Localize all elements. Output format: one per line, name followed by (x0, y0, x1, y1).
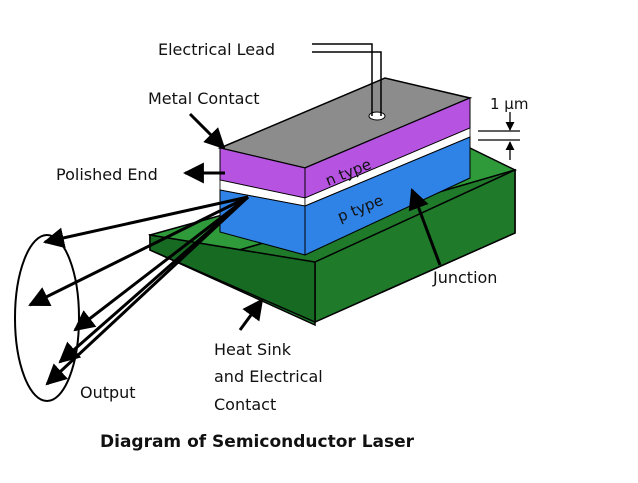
output-beam-arrows (28, 195, 250, 386)
output-ray (42, 195, 249, 249)
junction-pointer (408, 188, 442, 266)
polished-end-label: Polished End (56, 165, 158, 184)
output-label: Output (80, 383, 136, 402)
electrical-lead-label: Electrical Lead (158, 40, 275, 59)
heat-sink-label-line2: and Electrical (214, 367, 323, 386)
metal-contact-pointer (188, 112, 226, 150)
p-type-side (304, 136, 471, 256)
junction-label: Junction (432, 268, 497, 287)
output-ray (45, 195, 250, 386)
output-beam-ellipse (14, 234, 80, 402)
heat-sink-label-line1: Heat Sink (214, 340, 292, 359)
heat-sink-pointer (238, 298, 264, 331)
thickness-indicator (478, 112, 520, 160)
thickness-label: 1 μm (490, 95, 528, 113)
heat-sink-label-line3: Contact (214, 395, 276, 414)
pointer-arrows (182, 112, 442, 331)
electrical-lead-wire (312, 43, 382, 116)
output-ray (73, 195, 249, 332)
metal-contact-label: Metal Contact (148, 89, 260, 108)
laser-chip (217, 77, 473, 256)
diagram-title: Diagram of Semiconductor Laser (100, 432, 415, 452)
output-ray (28, 195, 249, 307)
